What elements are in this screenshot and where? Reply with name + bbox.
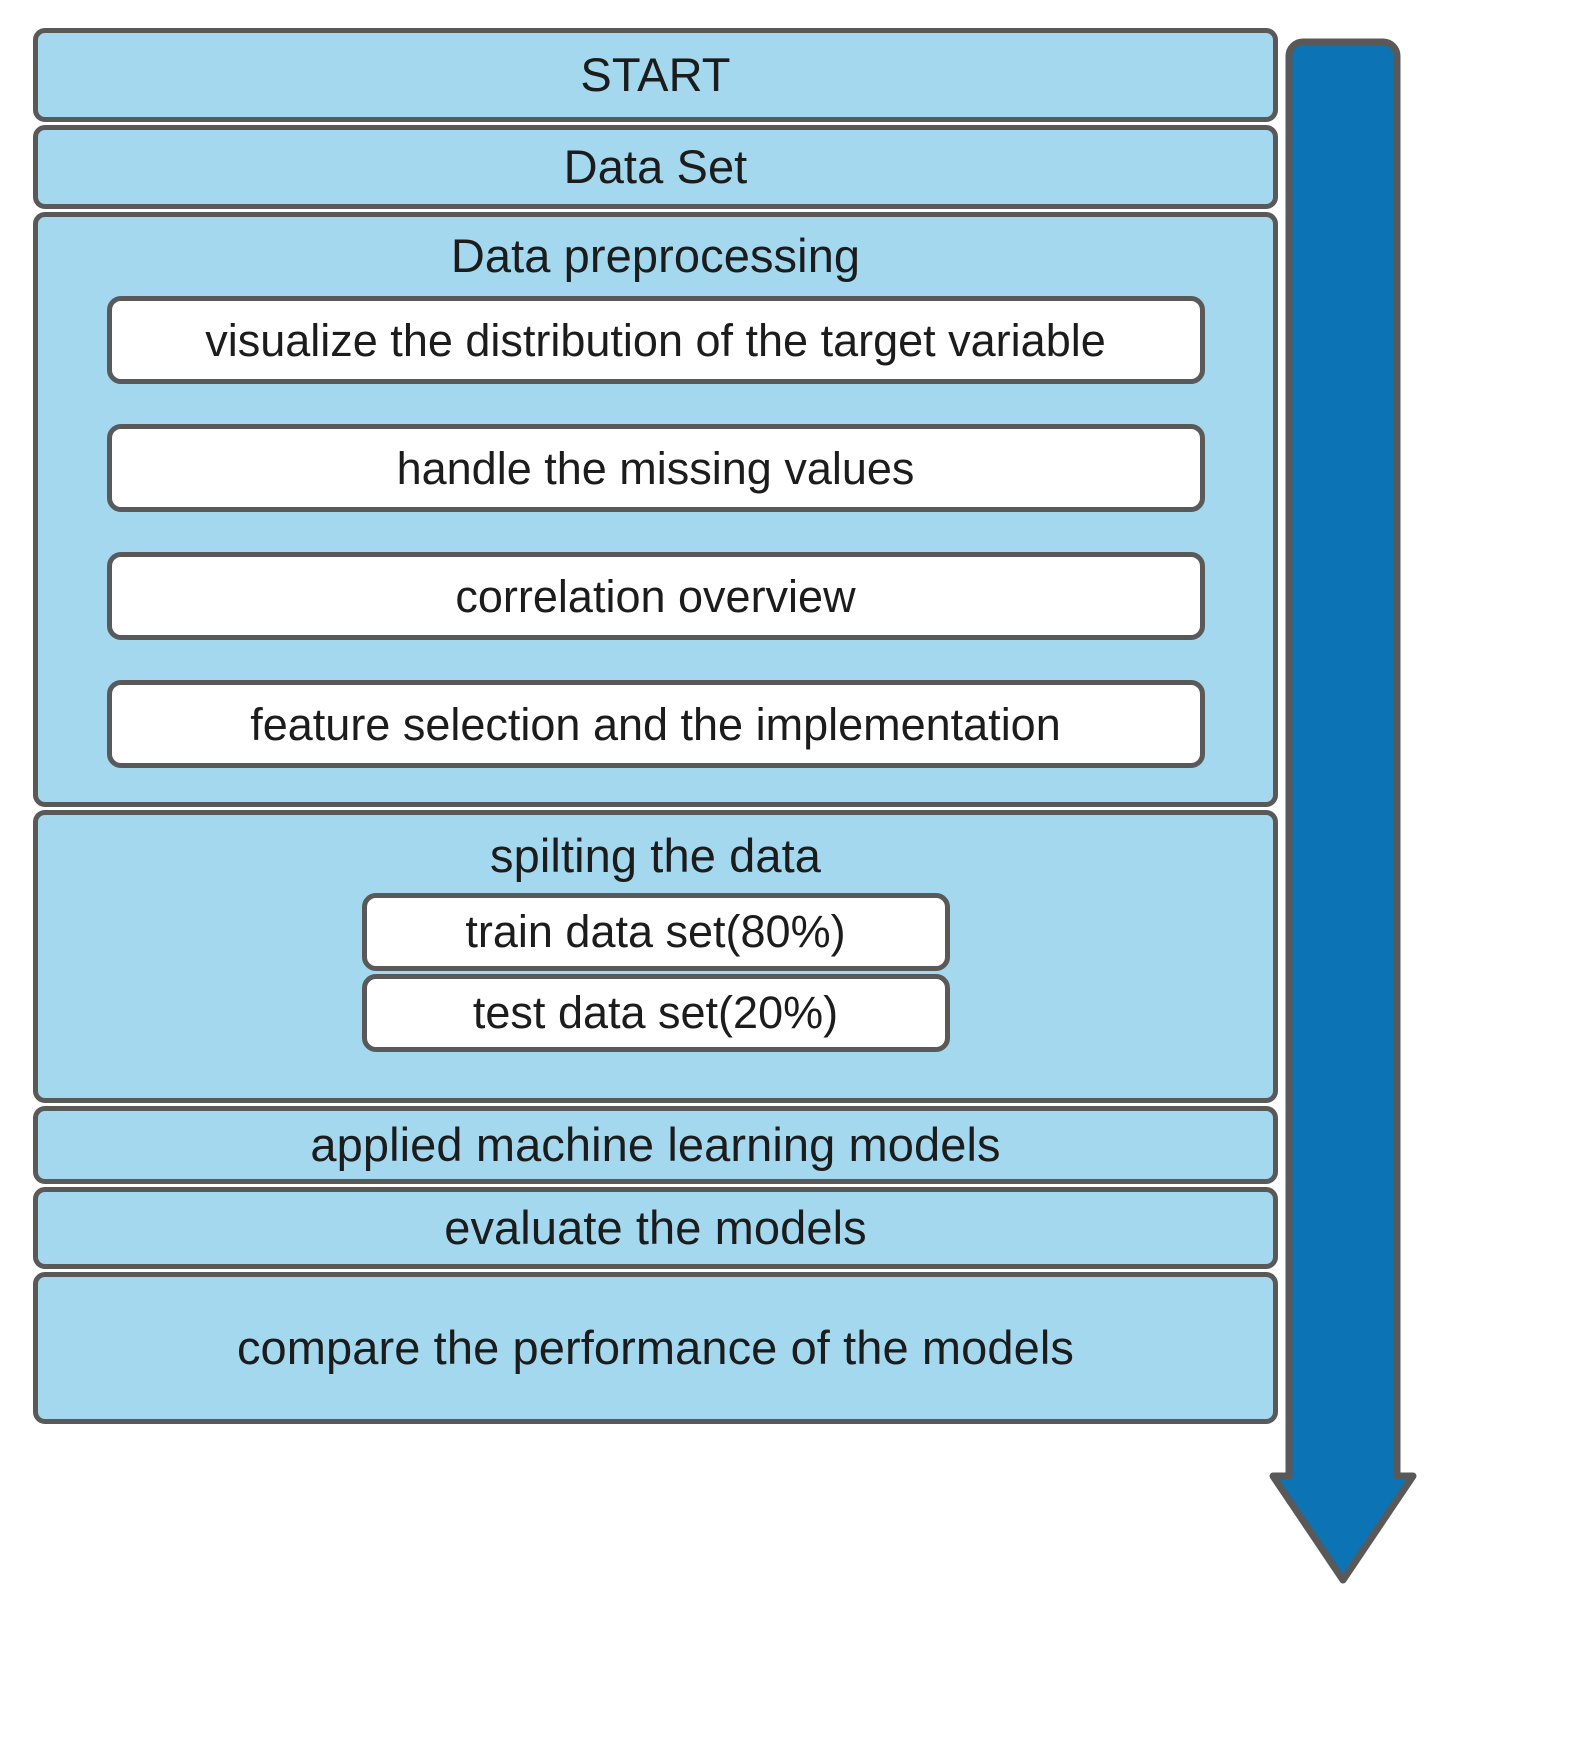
stage-compare-performance-label: compare the performance of the models bbox=[236, 1321, 1075, 1375]
task-train-data-set[interactable]: train data set(80%) bbox=[361, 892, 950, 971]
stage-evaluate-models-label: evaluate the models bbox=[444, 1201, 867, 1255]
stage-splitting-the-data-label: spilting the data bbox=[490, 829, 821, 883]
stage-applied-models[interactable]: applied machine learning models bbox=[33, 1105, 1278, 1184]
downward-flow-arrow-container bbox=[1269, 28, 1417, 1708]
task-test-data-set[interactable]: test data set(20%) bbox=[361, 973, 950, 1052]
stage-start[interactable]: START bbox=[33, 28, 1278, 122]
arrow-down-icon bbox=[1269, 38, 1417, 1584]
stage-start-label: START bbox=[580, 48, 731, 102]
stage-data-preprocessing[interactable]: Data preprocessing visualize the distrib… bbox=[33, 212, 1278, 808]
task-handle-missing-values[interactable]: handle the missing values bbox=[106, 424, 1205, 513]
task-visualize-distribution[interactable]: visualize the distribution of the target… bbox=[106, 296, 1205, 385]
task-feature-selection[interactable]: feature selection and the implementation bbox=[106, 680, 1205, 769]
flow-stage-column: START Data Set Data preprocessing visual… bbox=[33, 28, 1278, 1427]
stage-dataset[interactable]: Data Set bbox=[33, 125, 1278, 209]
task-correlation-overview[interactable]: correlation overview bbox=[106, 552, 1205, 641]
stage-applied-models-label: applied machine learning models bbox=[310, 1118, 1001, 1172]
stage-evaluate-models[interactable]: evaluate the models bbox=[33, 1186, 1278, 1269]
stage-splitting-the-data[interactable]: spilting the data train data set(80%) te… bbox=[33, 810, 1278, 1103]
stage-dataset-label: Data Set bbox=[563, 140, 748, 194]
stage-compare-performance[interactable]: compare the performance of the models bbox=[33, 1271, 1278, 1424]
stage-data-preprocessing-label: Data preprocessing bbox=[450, 229, 861, 282]
